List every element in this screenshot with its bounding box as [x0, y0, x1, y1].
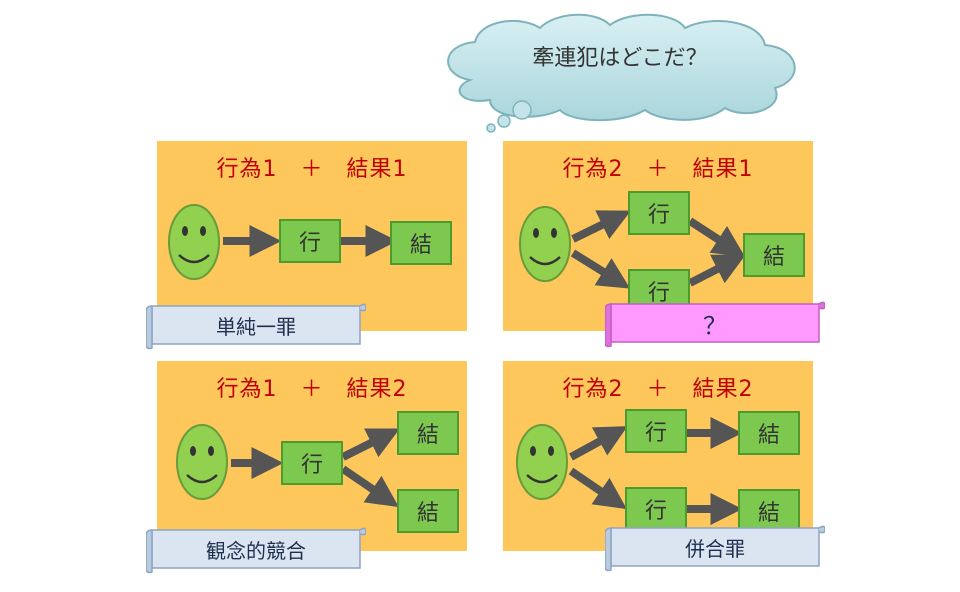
- panel-title: 行為2 ＋ 結果1: [562, 157, 754, 182]
- label-text: ？: [703, 311, 727, 340]
- act-box-1: 行: [628, 191, 690, 235]
- arrows: [568, 417, 743, 525]
- result-box-2: 結: [397, 489, 459, 533]
- thought-bubbles: [486, 100, 532, 133]
- label-question: ？: [605, 301, 825, 348]
- panel-concurrent-crime: 行為1 ＋ 結果2 行 結 結: [157, 361, 467, 551]
- result-box-1: 結: [738, 411, 800, 455]
- smiley-face-icon: [519, 206, 571, 282]
- act-box: 行: [279, 219, 341, 263]
- cloud-text: 牽連犯はどこだ？: [532, 46, 708, 71]
- label-text: 併合罪: [685, 536, 745, 561]
- panel-multiple-crimes: 行為2 ＋ 結果2 行 行 結 結: [503, 361, 813, 551]
- scroll-shape: [605, 301, 825, 348]
- cloud-shape: [447, 13, 796, 122]
- panel-title: 行為2 ＋ 結果2: [562, 377, 754, 402]
- result-box-1: 結: [397, 411, 459, 455]
- scroll-shape: [605, 525, 825, 572]
- result-box: 結: [743, 233, 805, 277]
- act-box-2: 行: [625, 487, 687, 531]
- act-box: 行: [281, 441, 343, 485]
- smiley-face-icon: [176, 424, 228, 500]
- scroll-shape: [146, 527, 366, 574]
- scroll-shape: [146, 303, 366, 350]
- panel-single-crime: 行為1 ＋ 結果1 行 結: [157, 141, 467, 331]
- result-box: 結: [390, 221, 452, 265]
- label-text: 観念的競合: [206, 538, 306, 563]
- smiley-face-icon: [168, 204, 220, 280]
- act-box-1: 行: [625, 409, 687, 453]
- label-text: 単純一罪: [216, 314, 296, 339]
- panel-title: 行為1 ＋ 結果1: [216, 157, 408, 182]
- arrows: [231, 428, 400, 508]
- label-multiple-crimes: 併合罪: [605, 525, 825, 572]
- thought-cloud: 牽連犯はどこだ？: [430, 10, 810, 130]
- label-concurrent-crime: 観念的競合: [146, 527, 366, 574]
- result-box-2: 結: [738, 489, 800, 533]
- label-single-crime: 単純一罪: [146, 303, 366, 350]
- arrows: [570, 210, 746, 289]
- arrows: [223, 225, 398, 257]
- smiley-face-icon: [516, 424, 568, 500]
- panel-title: 行為1 ＋ 結果2: [216, 377, 408, 402]
